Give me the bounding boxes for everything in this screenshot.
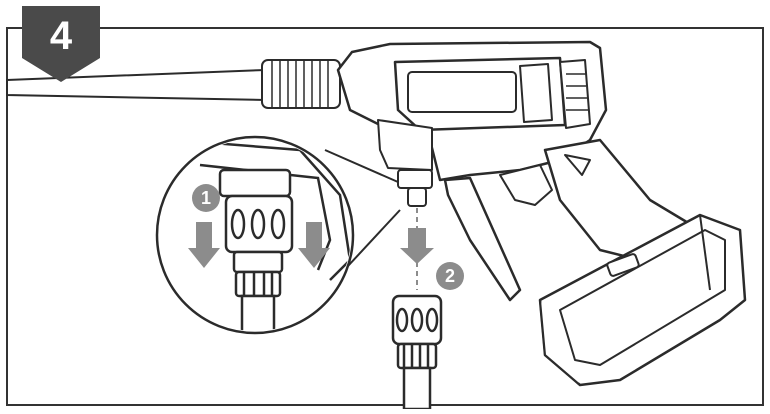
step-number: 4 bbox=[49, 14, 73, 58]
left-down-arrow-icon bbox=[188, 222, 220, 268]
spray-wand bbox=[6, 59, 341, 109]
detail-magnifier bbox=[155, 135, 401, 335]
callout-1-label: 1 bbox=[200, 188, 211, 208]
callout-2-marker bbox=[436, 262, 464, 290]
washer-gun-body bbox=[336, 40, 702, 302]
down-arrow-icon bbox=[400, 228, 434, 264]
hose-connector bbox=[391, 294, 443, 411]
battery-pack bbox=[538, 213, 747, 387]
right-down-arrow-icon bbox=[298, 222, 330, 268]
callout-2-label: 2 bbox=[444, 266, 455, 286]
panel-frame bbox=[6, 27, 764, 406]
callout-1-marker bbox=[192, 184, 220, 212]
step-badge-shape bbox=[22, 6, 100, 82]
